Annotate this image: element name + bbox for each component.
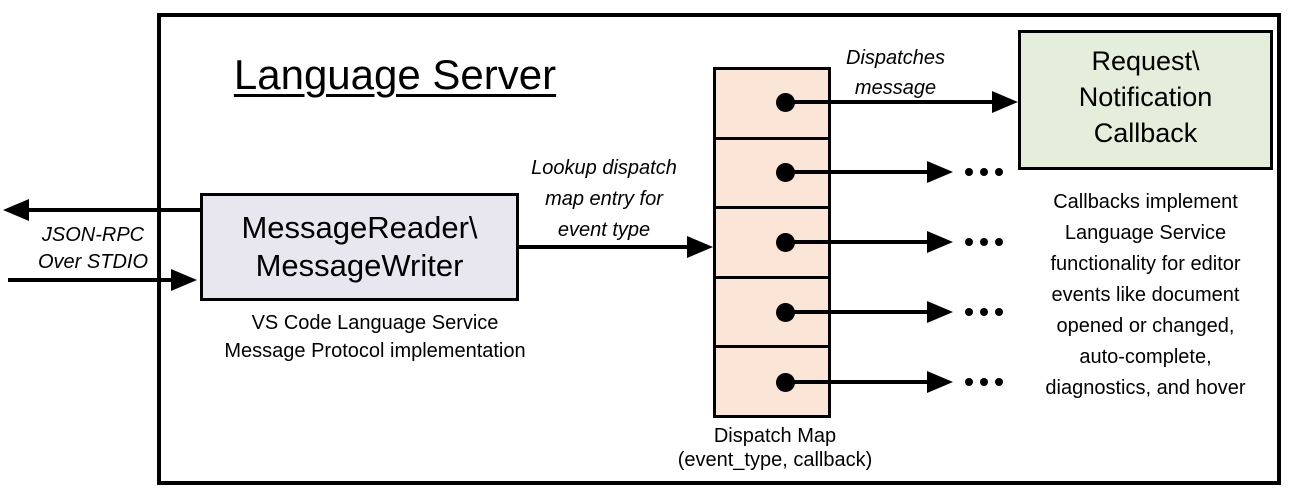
reader-caption: VS Code Language Service Message Protoco… (185, 309, 565, 365)
callback-caption-line: diagnostics, and hover (1045, 377, 1246, 399)
callback-caption-line: opened or changed, (1056, 315, 1235, 337)
dispatches-label-line2: message (854, 77, 937, 99)
dispatch-arrow-line-1 (785, 100, 994, 104)
reader-box-line1: MessageReader\ (241, 210, 478, 245)
json-rpc-over-stdio-label: JSON-RPC Over STDIO (15, 222, 171, 276)
diagram-title: Language Server (233, 51, 557, 98)
callback-caption-line: Language Service (1064, 222, 1227, 244)
dispatch-map-cell (716, 206, 828, 276)
stdio-out-arrowhead-icon (3, 199, 29, 221)
callback-caption-line: functionality for editor (1050, 253, 1241, 275)
ellipsis-icon (965, 238, 1003, 246)
dispatch-map-caption-line2: (event_type, callback) (677, 449, 873, 471)
dispatch-arrowhead-icon-5 (927, 371, 953, 393)
dispatch-map-caption: Dispatch Map (event_type, callback) (650, 424, 900, 472)
callback-caption-line: auto-complete, (1079, 346, 1212, 368)
dispatch-arrowhead-icon-2 (927, 161, 953, 183)
lookup-label-line2: map entry for (545, 188, 663, 210)
reader-caption-line2: Message Protocol implementation (224, 340, 526, 362)
ellipsis-icon (965, 308, 1003, 316)
lookup-label-line3: event type (557, 219, 651, 241)
callback-caption-line: Callbacks implement (1053, 191, 1238, 213)
stdio-in-arrow-line (8, 278, 173, 282)
lookup-label: Lookup dispatch map entry for event type (504, 153, 704, 246)
language-server-boundary-box (157, 13, 1281, 485)
dispatch-map-cell (716, 275, 828, 346)
io-label-line2: Over STDIO (37, 251, 148, 273)
lookup-arrowhead-icon (687, 236, 713, 258)
request-notification-callback-box: Request\ Notification Callback (1018, 30, 1273, 170)
stdio-out-arrow-line (26, 208, 200, 212)
callback-caption: Callbacks implement Language Service fun… (1018, 187, 1273, 404)
callback-box-line3: Callback (1093, 118, 1198, 148)
dispatch-map-caption-line1: Dispatch Map (713, 425, 837, 447)
message-reader-writer-box: MessageReader\ MessageWriter (200, 193, 519, 301)
stdio-in-arrowhead-icon (171, 269, 197, 291)
dispatch-arrow-line-3 (785, 240, 929, 244)
reader-caption-line1: VS Code Language Service (251, 312, 499, 334)
dispatch-arrowhead-icon-3 (927, 231, 953, 253)
reader-box-line2: MessageWriter (255, 248, 464, 283)
dispatch-arrow-line-2 (785, 170, 929, 174)
callback-box-line1: Request\ (1091, 46, 1200, 76)
io-label-line1: JSON-RPC (41, 224, 145, 246)
ellipsis-icon (965, 378, 1003, 386)
callback-box-line2: Notification (1078, 82, 1213, 112)
dispatch-arrow-line-5 (785, 380, 929, 384)
dispatch-map-cell (716, 345, 828, 415)
lookup-arrow-line (519, 245, 689, 249)
dispatch-arrowhead-icon-4 (927, 301, 953, 323)
dispatches-message-label: Dispatches message (818, 43, 973, 103)
dispatches-label-line1: Dispatches (846, 47, 945, 69)
ellipsis-icon (965, 168, 1003, 176)
dispatch-map-cell (716, 136, 828, 207)
lookup-label-line1: Lookup dispatch (531, 157, 677, 179)
dispatch-arrow-line-4 (785, 310, 929, 314)
dispatch-arrowhead-icon-1 (992, 91, 1018, 113)
callback-caption-line: events like document (1051, 284, 1240, 306)
